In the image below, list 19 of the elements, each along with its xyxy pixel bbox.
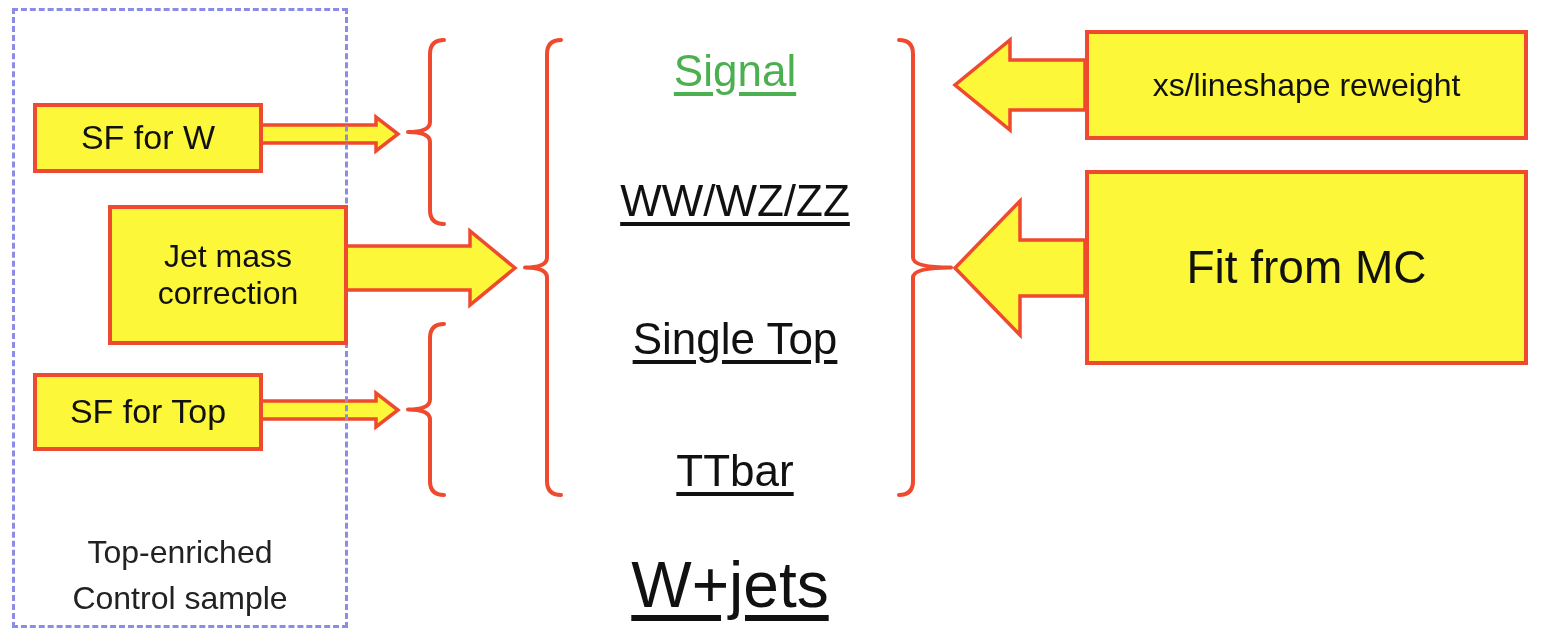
callout-box [33, 103, 263, 173]
sample-name: WW/WZ/ZZ [620, 176, 850, 226]
sample-name: TTbar [676, 446, 794, 496]
region-label: Top-enriched Control sample [71, 533, 289, 618]
callout-box [1085, 170, 1528, 365]
callout-label: Jet mass correction [156, 238, 300, 312]
block-arrow [952, 196, 1087, 340]
sample-name: Signal [673, 46, 797, 96]
callout-label: SF for Top [69, 392, 227, 432]
callout-box [108, 205, 348, 345]
sample-name: Single Top [632, 314, 838, 364]
block-arrow [952, 36, 1087, 134]
callout-label: xs/lineshape reweight [1152, 66, 1461, 104]
dashed-region-box [12, 8, 348, 628]
callout-label: Fit from MC [1186, 241, 1427, 294]
callout-box [1085, 30, 1528, 140]
callout-label: SF for W [80, 118, 216, 158]
callout-box [33, 373, 263, 451]
heading-label: W+jets [631, 548, 829, 622]
